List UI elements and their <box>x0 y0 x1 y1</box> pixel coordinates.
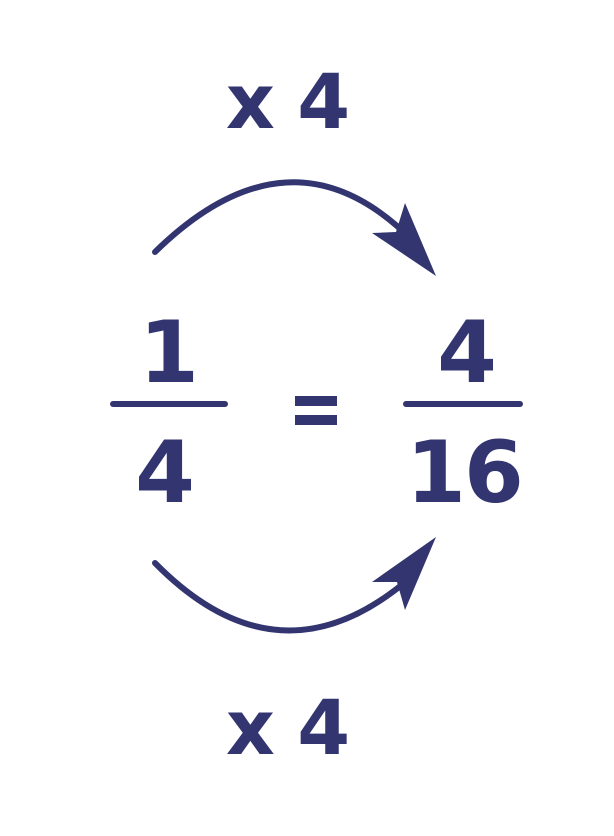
right-fraction-bar <box>403 401 523 407</box>
top-arrow-icon <box>152 179 436 276</box>
bottom-multiplier-label: x 4 <box>225 683 350 772</box>
bottom-arrow-icon <box>152 537 436 634</box>
left-denominator: 4 <box>135 423 195 523</box>
left-numerator: 1 <box>139 303 199 403</box>
left-fraction-bar <box>110 401 228 407</box>
right-numerator: 4 <box>437 303 497 403</box>
top-multiplier-label: x 4 <box>225 57 350 146</box>
right-denominator: 16 <box>406 423 524 523</box>
